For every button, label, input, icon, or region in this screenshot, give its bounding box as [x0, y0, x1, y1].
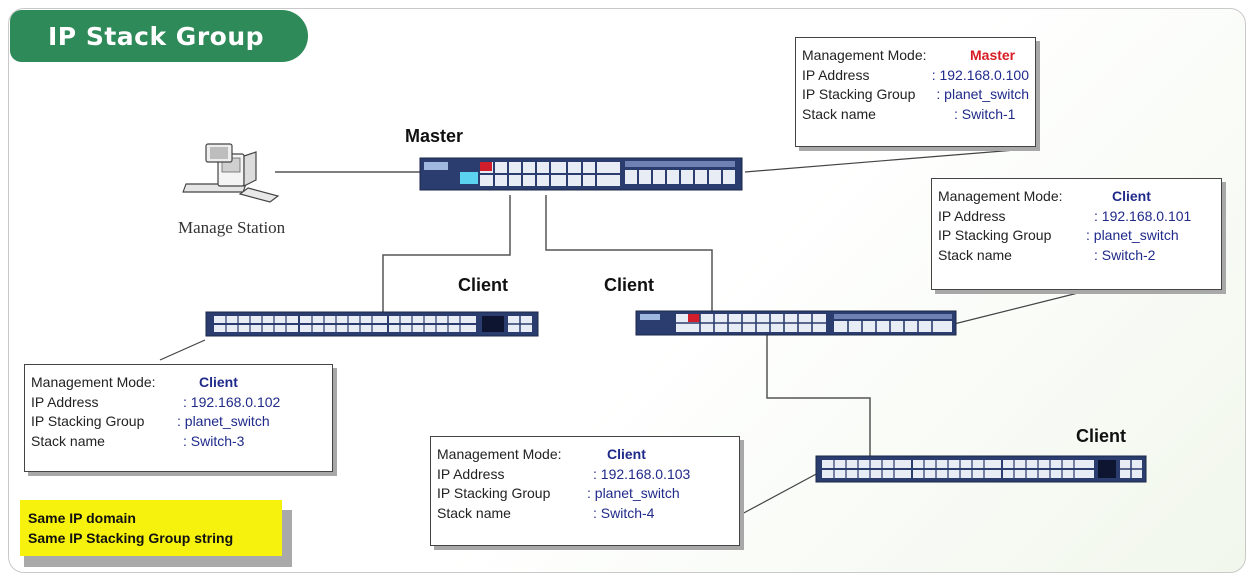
- mode-value: Client: [199, 374, 238, 390]
- name-value: : Switch-1: [954, 105, 1016, 122]
- field-label-ip: IP Address: [437, 465, 505, 482]
- callout-switch3: Management Mode: Client IP Address : 192.1…: [24, 364, 333, 472]
- field-label-name: Stack name: [31, 432, 105, 449]
- callout-pointer-switch1: [744, 147, 1041, 173]
- requirements-note: Same IP domain Same IP Stacking Group st…: [20, 500, 282, 556]
- group-value: : planet_switch: [587, 485, 680, 501]
- field-label-mode: Management Mode:: [938, 188, 1063, 204]
- name-value: : Switch-4: [593, 504, 655, 521]
- name-value: : Switch-2: [1094, 246, 1156, 263]
- mode-value: Client: [1112, 188, 1151, 204]
- ip-value: : 192.168.0.100: [931, 66, 1029, 83]
- field-label-name: Stack name: [802, 105, 876, 122]
- ip-value: : 192.168.0.103: [593, 465, 691, 482]
- client-label-switch2: Client: [604, 275, 655, 295]
- callout-switch2: Management Mode: Client IP Address : 192.1…: [931, 178, 1222, 290]
- note-line-2: Same IP Stacking Group string: [28, 530, 234, 546]
- master-switch: [419, 157, 743, 191]
- note-line-1: Same IP domain: [28, 510, 136, 526]
- callout-pointer-switch2: [949, 284, 1111, 326]
- mode-value: Master: [970, 47, 1016, 63]
- master-to-switch2-link: [545, 195, 713, 312]
- ip-value: : 192.168.0.102: [183, 393, 281, 410]
- client-label-switch3: Client: [458, 275, 509, 295]
- mode-value: Client: [607, 446, 646, 462]
- field-label-name: Stack name: [437, 504, 511, 521]
- field-label-name: Stack name: [938, 246, 1012, 263]
- manage-station-label: Manage Station: [178, 218, 286, 237]
- group-value: : planet_switch: [1086, 227, 1179, 243]
- callout-switch4: Management Mode: Client IP Address : 192.1…: [430, 436, 740, 546]
- group-value: : planet_switch: [936, 86, 1029, 102]
- callout-switch1: Management Mode: Master IP Address : 192.1…: [795, 37, 1036, 147]
- client-label-switch4: Client: [1076, 426, 1127, 446]
- field-label-mode: Management Mode:: [31, 374, 156, 390]
- client-switch-4: [815, 455, 1147, 483]
- field-label-group: IP Stacking Group: [938, 227, 1052, 243]
- ip-value: : 192.168.0.101: [1094, 207, 1192, 224]
- field-label-group: IP Stacking Group: [31, 413, 145, 429]
- field-label-ip: IP Address: [938, 207, 1006, 224]
- name-value: : Switch-3: [183, 432, 245, 449]
- client-switch-3: [205, 311, 539, 337]
- field-label-group: IP Stacking Group: [802, 86, 916, 102]
- field-label-mode: Management Mode:: [437, 446, 562, 462]
- field-label-mode: Management Mode:: [802, 47, 927, 63]
- client-switch-2: [635, 310, 957, 336]
- group-value: : planet_switch: [177, 413, 270, 429]
- callout-pointer-switch4: [739, 471, 821, 516]
- field-label-ip: IP Address: [31, 393, 99, 410]
- master-to-switch3-link: [382, 195, 511, 312]
- computer-icon: [182, 143, 280, 203]
- master-label: Master: [405, 126, 464, 146]
- callout-pointer-switch3: [159, 339, 206, 361]
- field-label-group: IP Stacking Group: [437, 485, 551, 501]
- field-label-ip: IP Address: [802, 66, 870, 83]
- page-title: IP Stack Group: [10, 10, 308, 62]
- switch2-to-switch4-link: [766, 335, 871, 456]
